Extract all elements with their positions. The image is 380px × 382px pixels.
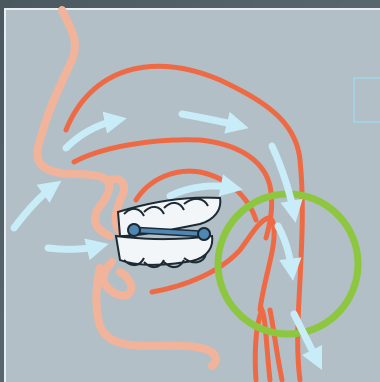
airflow-arrow-oral: [166, 174, 243, 200]
soft-palate-outline: [133, 168, 259, 223]
oral-appliance-icon: [114, 196, 222, 268]
epiglottis-outline: [252, 303, 285, 382]
nasal-cavity-upper-outline: [63, 63, 305, 382]
face-profile-icon: [33, 6, 220, 370]
nasal-cavity-floor-outline: [71, 137, 275, 241]
faint-frame-icon: [353, 77, 380, 123]
airflow-arrow-nasal-1: [62, 111, 127, 152]
airflow-arrow-throat-2: [290, 310, 323, 371]
airflow-arrow-nasal-2: [178, 110, 249, 134]
airflow-arrow-throat-1: [274, 222, 302, 281]
airflow-arrow-nose-in: [10, 180, 62, 232]
airflow-arrow-mouth-in: [44, 238, 109, 261]
tongue-outline: [149, 215, 277, 313]
airflow-arrow-pharynx-down: [268, 142, 303, 223]
